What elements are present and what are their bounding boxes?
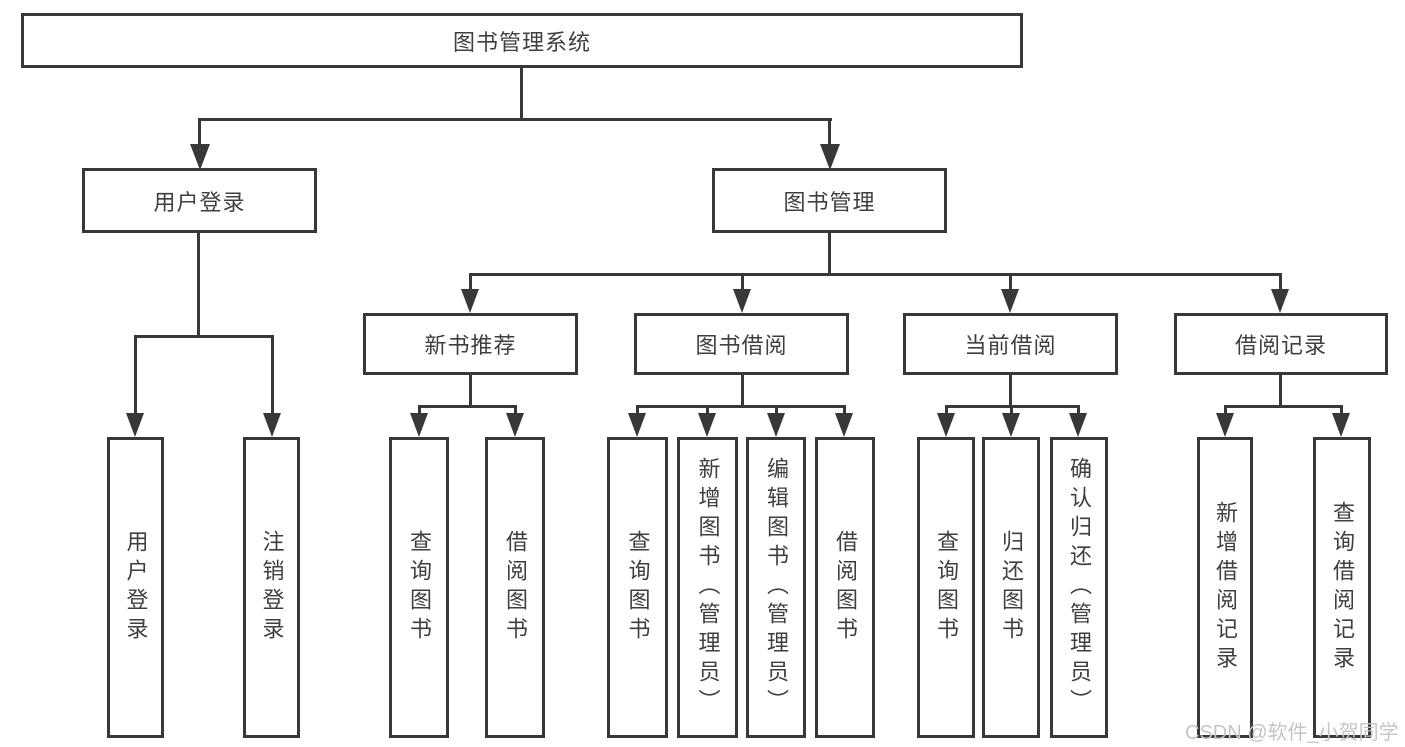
edge-borrow-records-rail — [1224, 405, 1343, 408]
edge-to-leaf — [271, 335, 274, 415]
leaf-confirm-return-admin: 确认归还（管理员） — [1050, 437, 1108, 738]
edge-level1-rail — [198, 118, 832, 121]
node-user-login: 用户登录 — [82, 168, 317, 233]
edge-new-book-stub — [469, 375, 472, 407]
arrow-down-icon — [820, 144, 840, 170]
arrow-down-icon — [733, 289, 751, 313]
edge-to-leaf — [1010, 405, 1013, 415]
edge-to-borrow-records — [1279, 273, 1282, 291]
edge-to-leaf — [775, 405, 778, 415]
node-label: 图书借阅 — [695, 333, 788, 358]
arrow-down-icon — [1002, 413, 1020, 437]
edge-to-leaf — [418, 405, 421, 415]
arrow-down-icon — [190, 144, 210, 170]
leaf-add-books-admin: 新增图书（管理员） — [677, 437, 738, 738]
node-label: 图书管理 — [783, 189, 876, 215]
edge-book-borrow-rail — [636, 405, 846, 408]
edge-to-leaf — [514, 405, 517, 415]
node-label: 当前借阅 — [964, 333, 1057, 358]
leaf-add-borrow-record: 新增借阅记录 — [1197, 437, 1253, 738]
leaf-query-books: 查询图书 — [607, 437, 668, 738]
arrow-down-icon — [461, 289, 479, 313]
leaf-query-borrow-record: 查询借阅记录 — [1313, 437, 1371, 738]
leaf-label: 注销登录 — [259, 529, 285, 646]
leaf-borrow-books: 借阅图书 — [815, 437, 875, 738]
edge-to-leaf — [843, 405, 846, 415]
arrow-down-icon — [506, 413, 524, 437]
node-label: 借阅记录 — [1234, 333, 1327, 358]
leaf-user-login: 用户登录 — [107, 437, 164, 738]
edge-to-leaf — [1224, 405, 1227, 415]
edge-book-borrow-stub — [741, 375, 744, 407]
edge-to-current-borrow — [1009, 273, 1012, 291]
arrow-down-icon — [698, 413, 716, 437]
node-book-borrow: 图书借阅 — [634, 313, 849, 375]
edge-new-book-rail — [418, 405, 517, 408]
node-label: 新书推荐 — [424, 333, 517, 358]
arrow-down-icon — [628, 413, 646, 437]
arrow-down-icon — [263, 413, 281, 437]
leaf-query-books: 查询图书 — [389, 437, 449, 738]
leaf-label: 查询图书 — [934, 529, 959, 646]
leaf-label: 借阅图书 — [833, 529, 858, 646]
edge-to-leaf — [1340, 405, 1343, 415]
node-new-book-recommend: 新书推荐 — [363, 313, 578, 375]
leaf-label: 新增借阅记录 — [1213, 500, 1238, 675]
node-borrow-records: 借阅记录 — [1174, 313, 1388, 375]
node-label: 图书管理系统 — [452, 29, 591, 55]
edge-to-leaf — [1077, 405, 1080, 415]
leaf-query-books: 查询图书 — [917, 437, 975, 738]
edge-to-leaf — [636, 405, 639, 415]
leaf-label: 查询图书 — [625, 529, 651, 646]
node-current-borrow: 当前借阅 — [903, 313, 1118, 375]
leaf-return-books: 归还图书 — [982, 437, 1040, 738]
arrow-down-icon — [1216, 413, 1234, 437]
leaf-label: 查询图书 — [407, 529, 432, 646]
arrow-down-icon — [767, 413, 785, 437]
csdn-watermark: CSDN @软件_小贺同学 — [1185, 722, 1399, 744]
leaf-edit-books-admin: 编辑图书（管理员） — [746, 437, 806, 738]
arrow-down-icon — [937, 413, 955, 437]
edge-to-leaf — [945, 405, 948, 415]
leaf-label: 归还图书 — [999, 529, 1024, 646]
edge-level2-rail — [469, 273, 1282, 276]
node-book-management: 图书管理 — [712, 168, 947, 233]
leaf-label: 查询借阅记录 — [1330, 500, 1355, 675]
arrow-down-icon — [126, 413, 144, 437]
leaf-borrow-books: 借阅图书 — [485, 437, 545, 738]
node-library-system: 图书管理系统 — [21, 13, 1023, 68]
node-label: 用户登录 — [153, 189, 246, 215]
leaf-label: 确认归还（管理员） — [1067, 457, 1092, 718]
leaf-label: 借阅图书 — [503, 529, 528, 646]
arrow-down-icon — [1001, 289, 1019, 313]
edge-to-leaf — [134, 335, 137, 415]
edge-root-stub — [520, 68, 523, 120]
edge-to-book-management — [828, 118, 831, 146]
arrow-down-icon — [835, 413, 853, 437]
leaf-label: 新增图书（管理员） — [695, 457, 721, 718]
edge-book-management-stub — [828, 233, 831, 275]
leaf-label: 用户登录 — [123, 529, 149, 646]
arrow-down-icon — [1271, 289, 1289, 313]
edge-to-book-borrow — [741, 273, 744, 291]
edge-current-borrow-stub — [1009, 375, 1012, 407]
edge-to-leaf — [706, 405, 709, 415]
edge-user-login-rail — [134, 335, 274, 338]
arrow-down-icon — [1332, 413, 1350, 437]
edge-user-login-stub — [197, 233, 200, 338]
edge-borrow-records-stub — [1279, 375, 1282, 407]
edge-to-user-login — [198, 118, 201, 146]
arrow-down-icon — [410, 413, 428, 437]
edge-to-new-book — [469, 273, 472, 291]
leaf-label: 编辑图书（管理员） — [764, 457, 789, 718]
leaf-logout: 注销登录 — [243, 437, 300, 738]
arrow-down-icon — [1069, 413, 1087, 437]
